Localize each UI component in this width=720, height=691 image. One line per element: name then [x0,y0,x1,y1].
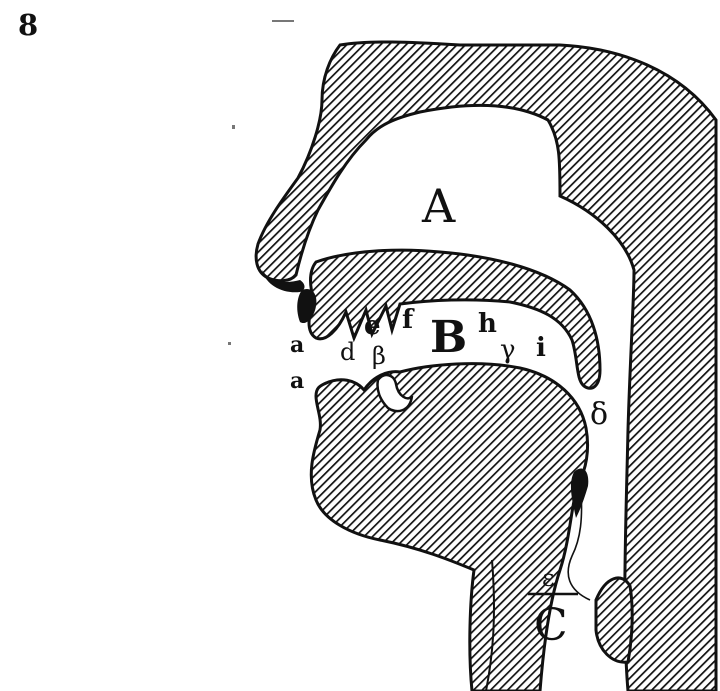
label-i: i [536,333,546,363]
label-f: f [402,305,415,335]
larynx [596,578,632,662]
label-B: B [430,312,467,363]
label-h: h [478,309,497,339]
label-C: C [534,600,568,651]
page-specks [228,20,294,345]
label-beta: β [372,342,386,370]
label-d: d [340,338,355,366]
label-epsilon: ε [542,564,554,592]
label-A: A [421,179,456,233]
label-delta: δ [590,397,608,432]
label-e: e [364,311,381,341]
label-gamma: γ [500,335,516,365]
label-a-lower: a [290,368,304,394]
label-a-upper: a [290,332,304,358]
